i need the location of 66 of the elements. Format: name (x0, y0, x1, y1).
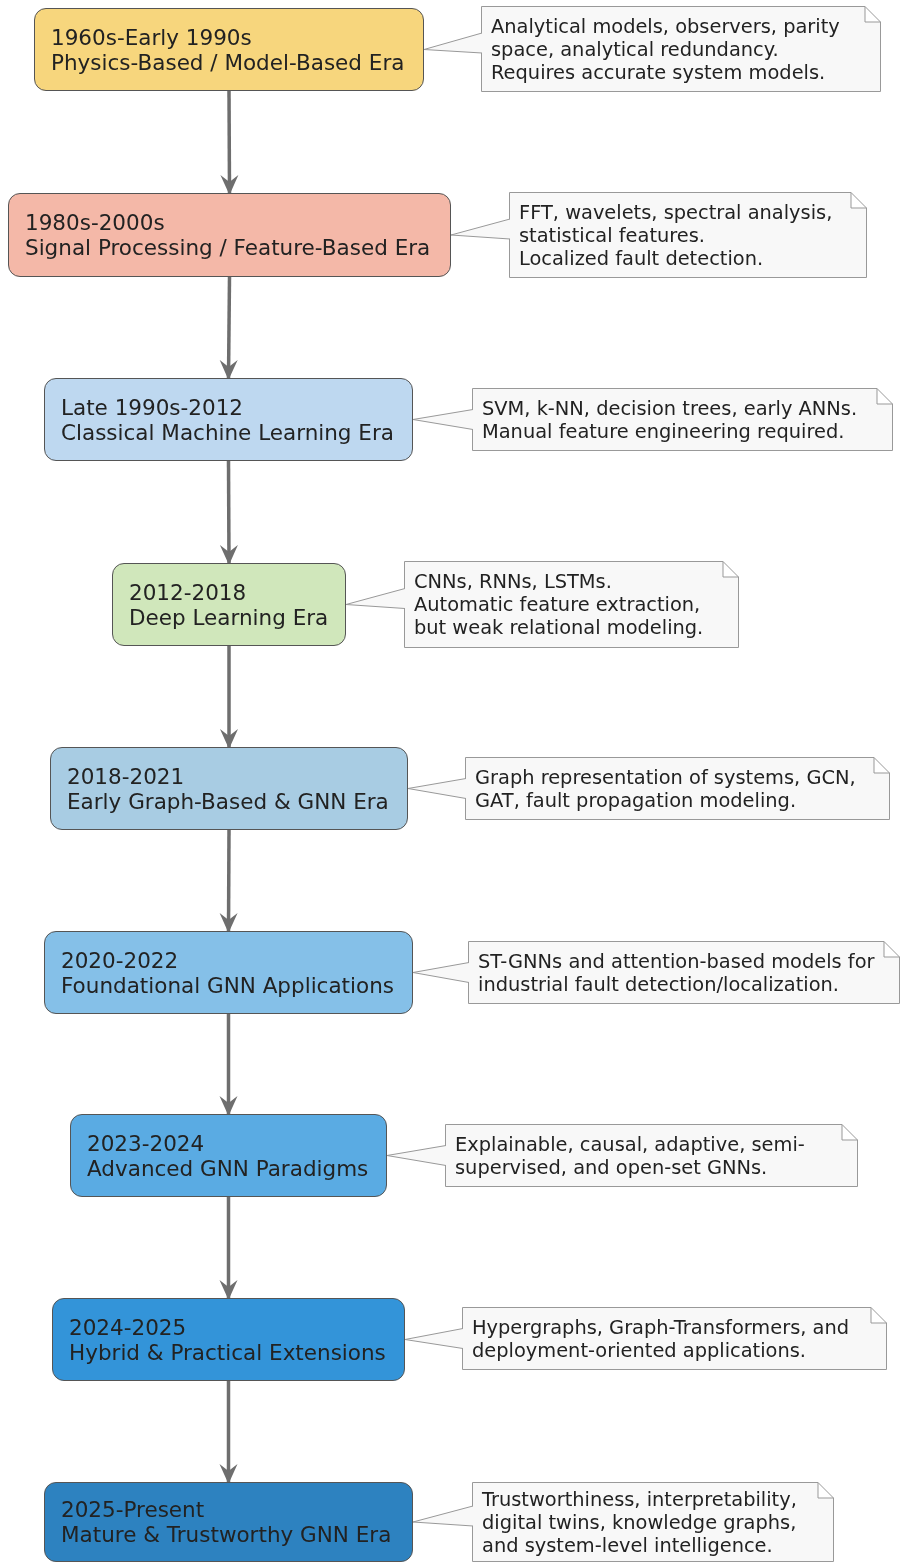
callout-tail (450, 218, 511, 240)
note-text: CNNs, RNNs, LSTMs. (414, 570, 613, 593)
note-card (472, 1482, 834, 1562)
note-card (404, 561, 739, 648)
arrow (219, 830, 238, 933)
era-title: Foundational GNN Applications (61, 972, 395, 998)
era-box (8, 193, 451, 277)
era-period: 1980s-2000s (25, 210, 166, 235)
note-card (481, 6, 881, 92)
arrow (219, 277, 238, 380)
note-text: Localized fault detection. (519, 246, 765, 270)
callout-tail (404, 1328, 464, 1349)
era-title: Physics-Based / Model-Based Era (51, 49, 406, 75)
note-card (468, 941, 900, 1004)
note-card (445, 1124, 858, 1187)
era-box (52, 1298, 405, 1381)
callout-tail (423, 32, 483, 54)
note-text: Graph representation of systems, GCN, GAT, fault propagation modeling. (475, 765, 857, 812)
era-period: 2020-2022 (61, 947, 180, 973)
note-text: Analytical models, observers, parity space, analytical redundancy. (491, 14, 841, 61)
era-period: 1960s-Early 1990s (51, 24, 253, 50)
note-text: FFT, wavelets, spectral analysis, statistical features. (519, 200, 834, 247)
note-text: ST-GNNs and attention-based models for industrial fault detection/localization. (478, 949, 876, 996)
era-title: Classical Machine Learning Era (61, 419, 395, 445)
note-card (472, 388, 893, 451)
era-box (44, 378, 413, 461)
arrow (219, 1014, 238, 1116)
era-box (70, 1114, 387, 1197)
note-text: SVM, k-NN, decision trees, early ANNs. (482, 396, 859, 420)
arrow (220, 91, 239, 195)
callout-tail (412, 962, 470, 983)
callout-tail (407, 778, 467, 799)
note-text: Trustworthiness, interpretability, digital twins, knowledge graphs, and system-level intelligence. (482, 1487, 798, 1557)
era-period: 2025-Present (61, 1497, 206, 1522)
era-title: Signal Processing / Feature-Based Era (25, 235, 432, 260)
era-box (44, 1482, 413, 1562)
note-card (462, 1307, 887, 1370)
arrow (219, 1197, 238, 1300)
era-box (44, 931, 413, 1014)
era-title: Hybrid & Practical Extensions (69, 1339, 387, 1365)
note-text: Manual feature engineering required. (482, 419, 846, 443)
note-text: Hypergraphs, Graph-Transformers, and deployment-oriented applications. (472, 1315, 851, 1362)
era-period: 2024-2025 (69, 1314, 188, 1340)
note-text: Automatic feature extraction, but weak relational modeling. (414, 593, 705, 639)
era-period: 2012-2018 (129, 579, 248, 605)
era-period: 2023-2024 (87, 1130, 206, 1156)
era-title: Early Graph-Based & GNN Era (67, 788, 390, 814)
era-box (34, 8, 424, 91)
era-box (50, 747, 408, 830)
note-text: Requires accurate system models. (491, 60, 827, 84)
era-period: Late 1990s-2012 (61, 394, 245, 420)
callout-tail (412, 1505, 474, 1527)
era-period: 2018-2021 (67, 763, 186, 789)
arrow (219, 461, 238, 565)
era-title: Mature & Trustworthy GNN Era (61, 1522, 393, 1547)
callout-tail (345, 588, 406, 609)
callout-tail (412, 409, 474, 430)
note-text: Explainable, causal, adaptive, semi-supervised, and open-set GNNs. (455, 1132, 806, 1179)
era-box (112, 563, 346, 646)
arrow (220, 646, 238, 749)
era-title: Deep Learning Era (129, 604, 330, 630)
callout-tail (386, 1145, 447, 1166)
note-card (509, 192, 867, 278)
arrow (219, 1381, 238, 1484)
note-card (465, 757, 890, 820)
era-title: Advanced GNN Paradigms (87, 1155, 370, 1181)
